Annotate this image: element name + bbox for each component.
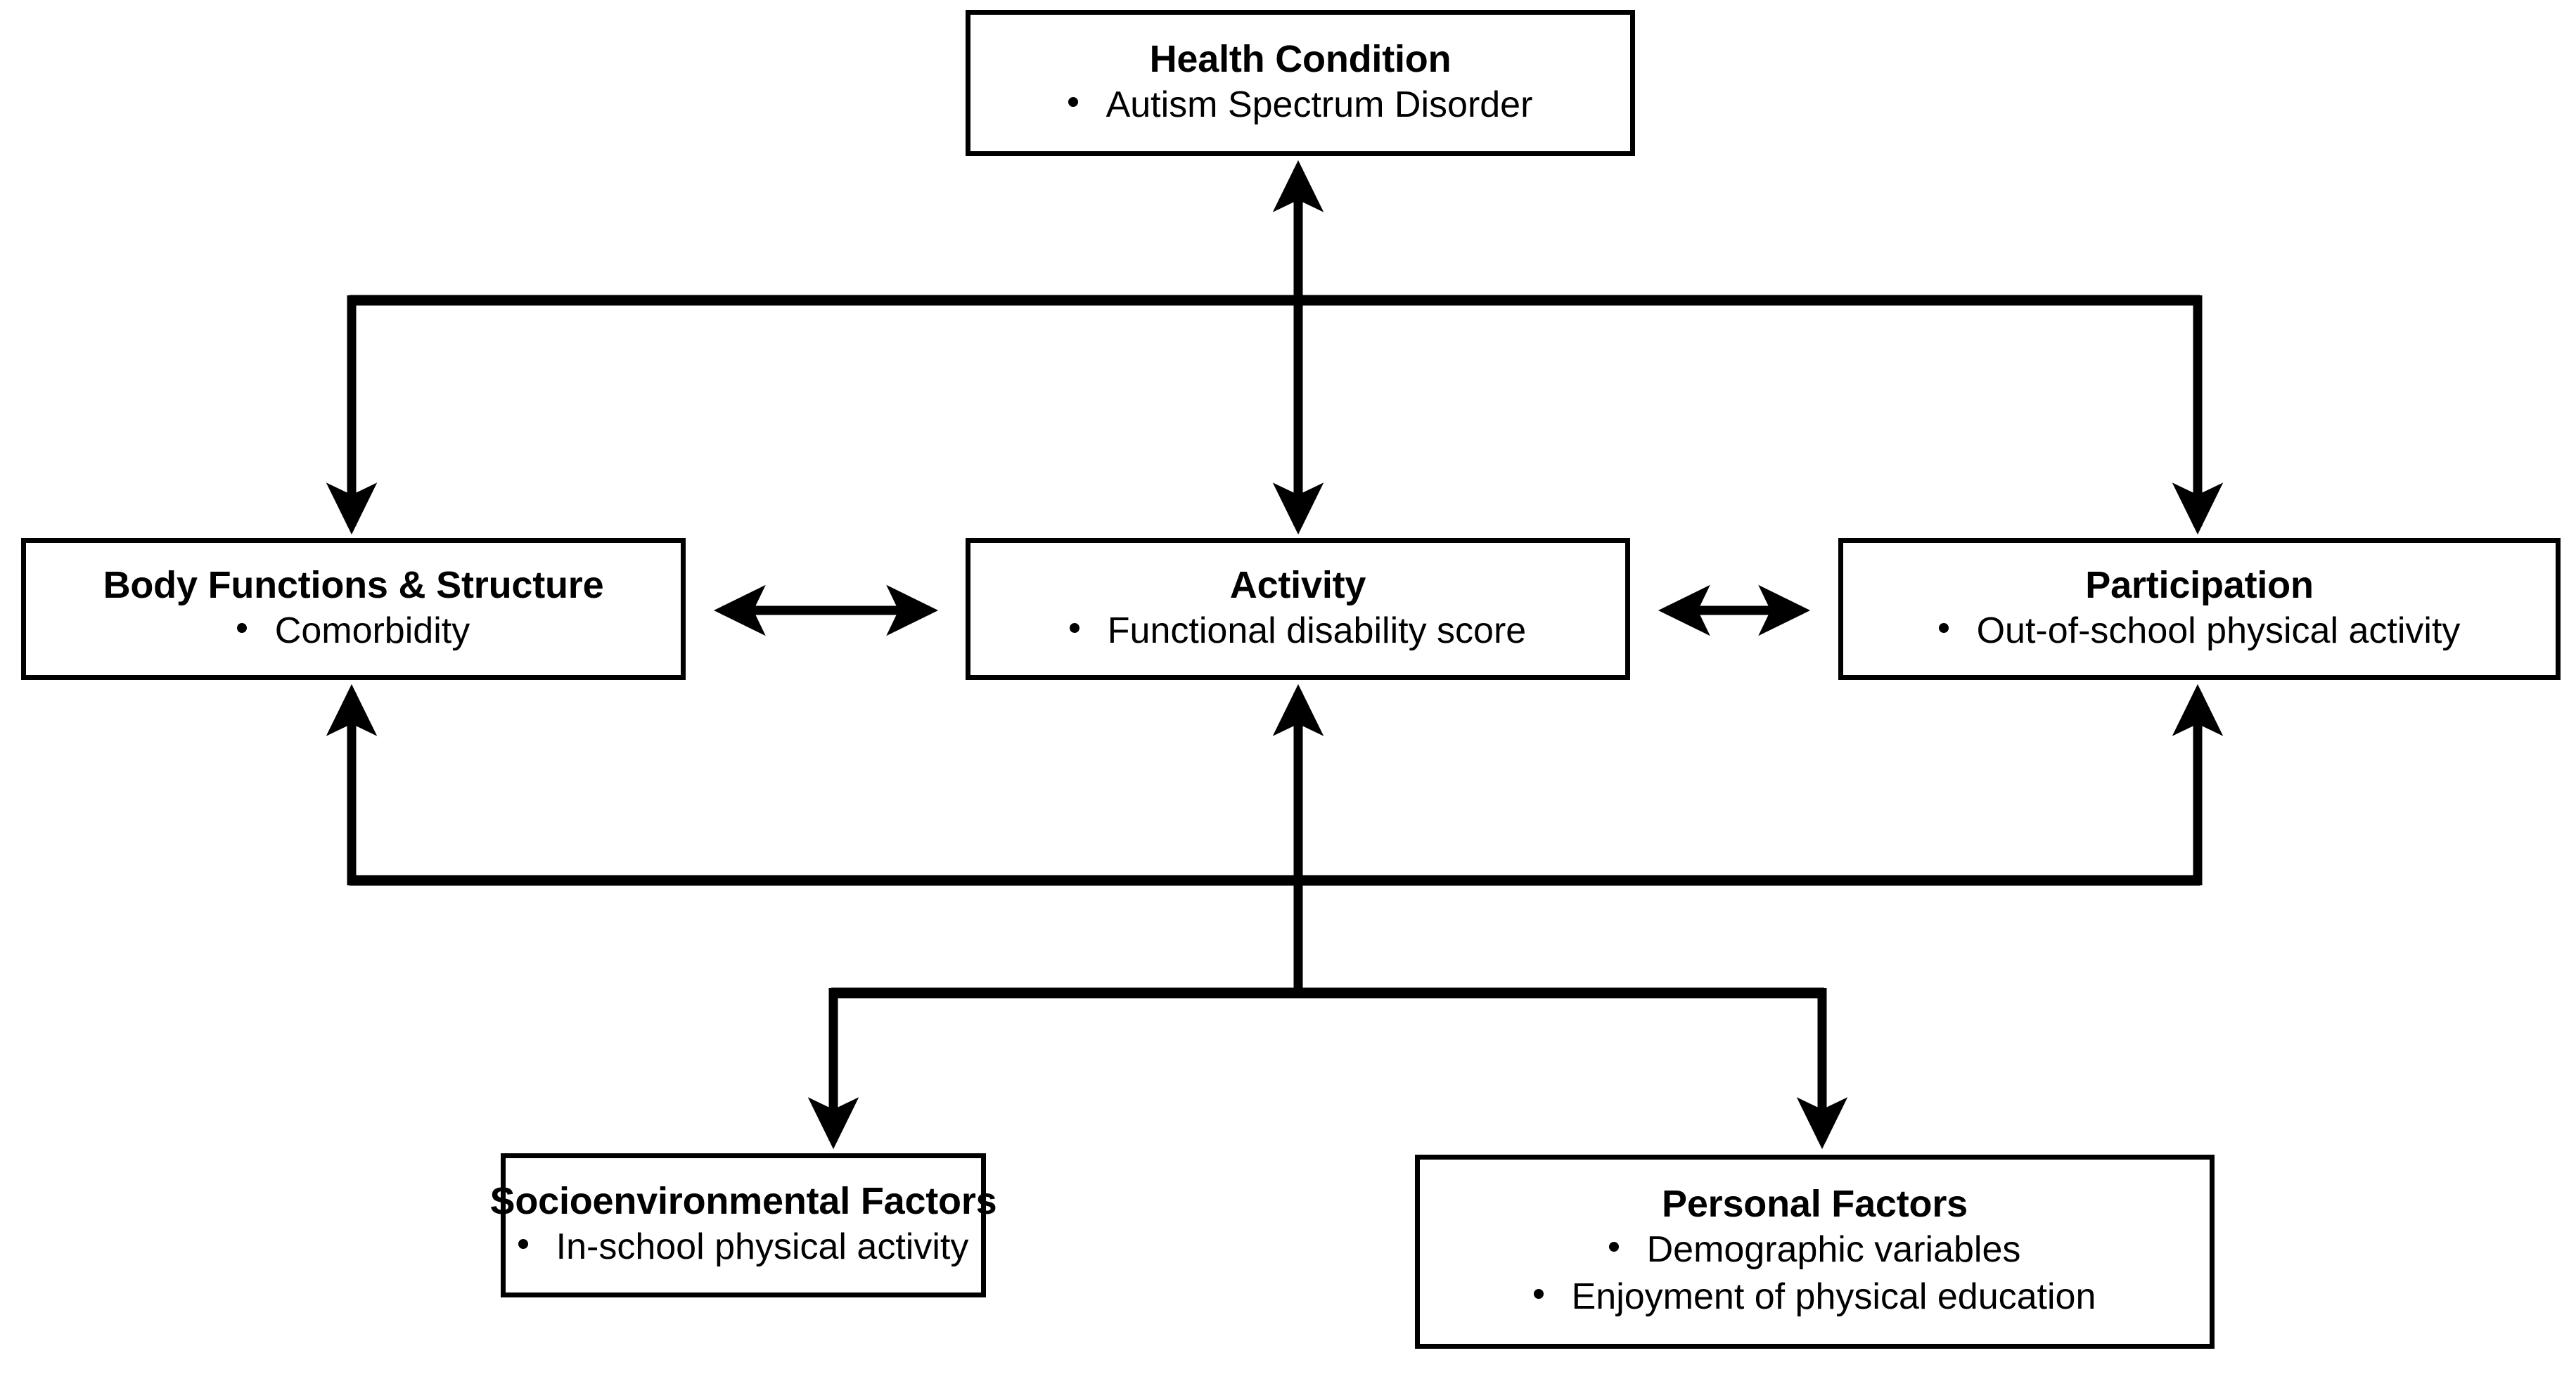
list-item: Comorbidity — [36, 608, 671, 655]
list-item-label: In-school physical activity — [556, 1226, 969, 1268]
list-item-label: Demographic variables — [1646, 1229, 2021, 1270]
list-item: Functional disability score — [980, 608, 1615, 655]
list-item-label: Enjoyment of physical education — [1571, 1276, 2096, 1318]
node-title: Body Functions & Structure — [103, 563, 604, 606]
list-item-label: Comorbidity — [274, 610, 470, 651]
node-personal-factors[interactable]: Personal Factors Demographic variables E… — [1415, 1155, 2215, 1349]
node-item-list: In-school physical activity — [515, 1224, 971, 1271]
list-item: In-school physical activity — [515, 1224, 971, 1271]
node-title: Health Condition — [1149, 37, 1452, 80]
node-socioenvironmental-factors[interactable]: Socioenvironmental Factors In-school phy… — [490, 1153, 997, 1297]
node-body-functions-structure[interactable]: Body Functions & Structure Comorbidity — [21, 538, 686, 680]
node-item-list: Autism Spectrum Disorder — [980, 82, 1620, 129]
node-participation[interactable]: Participation Out-of-school physical act… — [1838, 538, 2561, 680]
list-item: Enjoyment of physical education — [1430, 1274, 2200, 1321]
bullet-dot-icon — [518, 1239, 528, 1250]
bullet-dot-icon — [1938, 622, 1949, 633]
bullet-dot-icon — [1533, 1289, 1544, 1300]
list-item-label: Functional disability score — [1107, 610, 1527, 651]
list-item: Autism Spectrum Disorder — [980, 82, 1620, 129]
node-title: Socioenvironmental Factors — [489, 1180, 997, 1223]
list-item-label: Out-of-school physical activity — [1976, 610, 2461, 651]
node-activity[interactable]: Activity Functional disability score — [966, 538, 1630, 680]
bullet-dot-icon — [236, 622, 247, 633]
node-title: Activity — [1229, 563, 1366, 606]
node-title: Participation — [2085, 563, 2314, 606]
bullet-dot-icon — [1608, 1241, 1619, 1252]
node-health-condition[interactable]: Health Condition Autism Spectrum Disorde… — [966, 10, 1635, 156]
node-title: Personal Factors — [1662, 1183, 1968, 1226]
node-item-list: Demographic variables Enjoyment of physi… — [1430, 1226, 2200, 1321]
bullet-dot-icon — [1069, 622, 1079, 633]
bullet-dot-icon — [1068, 96, 1078, 107]
list-item: Out-of-school physical activity — [1853, 608, 2546, 655]
node-item-list: Functional disability score — [980, 608, 1615, 655]
node-item-list: Out-of-school physical activity — [1853, 608, 2546, 655]
node-item-list: Comorbidity — [36, 608, 671, 655]
list-item-label: Autism Spectrum Disorder — [1106, 84, 1533, 125]
list-item: Demographic variables — [1430, 1226, 2200, 1274]
